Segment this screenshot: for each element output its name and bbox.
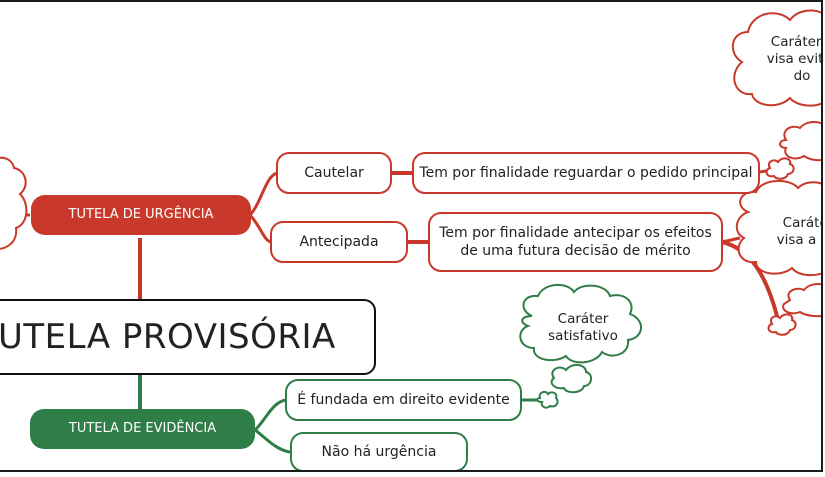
cloud-green-tiny xyxy=(536,390,559,409)
cloud-top-right xyxy=(732,9,821,107)
antecipada-desc: Tem por finalidade antecipar os efeitos … xyxy=(439,225,712,259)
root-label: UTELA PROVISÓRIA xyxy=(0,317,336,357)
fundada-node: É fundada em direito evidente xyxy=(285,379,522,421)
fundada-label: É fundada em direito evidente xyxy=(297,392,510,408)
connector-antecipada-cloud xyxy=(721,240,780,321)
cloud-text-cautelar: Caráter c visa evitar do xyxy=(766,34,823,84)
cautelar-desc-node: Tem por finalidade reguardar o pedido pr… xyxy=(412,152,760,194)
cloud-green-large xyxy=(519,284,642,364)
connector-urgencia-antecipada xyxy=(248,213,273,244)
cautelar-desc: Tem por finalidade reguardar o pedido pr… xyxy=(419,165,753,181)
cloud-green-small xyxy=(550,364,592,394)
antecipada-label: Antecipada xyxy=(299,234,379,250)
urgencia-label: TUTELA DE URGÊNCIA xyxy=(68,207,214,222)
evidencia-label: TUTELA DE EVIDÊNCIA xyxy=(68,421,217,436)
cautelar-label: Cautelar xyxy=(304,165,364,181)
cloud-tiny-red-cautelar xyxy=(765,157,795,180)
connector-antecipada-upper xyxy=(721,236,741,244)
cloud-middle-right xyxy=(735,180,821,276)
cloud-small-red-2 xyxy=(782,283,821,318)
root-node: UTELA PROVISÓRIA xyxy=(0,299,376,375)
antecipada-node: Antecipada xyxy=(270,221,408,263)
cloud-tiny-red-antecipada xyxy=(767,313,797,336)
connector-evidencia-fundada xyxy=(253,398,287,432)
cloud-text-antecipada: Caráter visa a fru xyxy=(776,215,821,248)
sem-urgencia-node: Não há urgência xyxy=(290,432,468,470)
cloud-small-red-1 xyxy=(779,121,821,162)
connector-evidencia-urgencia xyxy=(254,428,291,454)
antecipada-desc-node: Tem por finalidade antecipar os efeitos … xyxy=(428,212,723,272)
cautelar-node: Cautelar xyxy=(276,152,392,194)
sem-urgencia-label: Não há urgência xyxy=(321,444,437,460)
connector-urgencia-cautelar xyxy=(248,171,279,217)
cloud-left-edge xyxy=(0,156,28,250)
evidencia-node: TUTELA DE EVIDÊNCIA xyxy=(30,409,255,449)
cloud-text-fundada: Caráter satisfativo xyxy=(548,311,618,344)
urgencia-node: TUTELA DE URGÊNCIA xyxy=(31,195,251,235)
